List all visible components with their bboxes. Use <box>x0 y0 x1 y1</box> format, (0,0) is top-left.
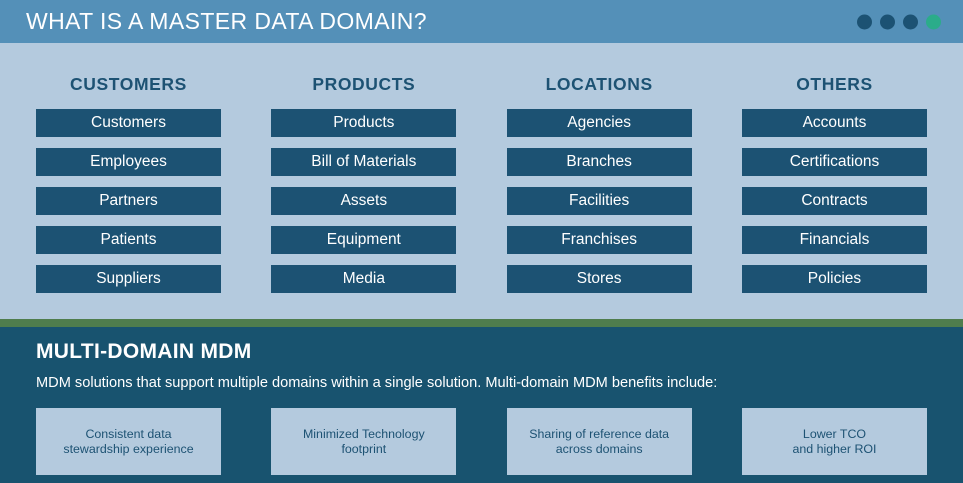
benefit-card-line-1: Lower TCO <box>802 426 867 441</box>
domain-column-title: PRODUCTS <box>312 74 416 94</box>
domain-chip[interactable]: Partners <box>36 187 221 215</box>
panel-heading: MULTI-DOMAIN MDM <box>36 340 252 363</box>
status-dot-3 <box>903 14 918 29</box>
domain-chip[interactable]: Media <box>271 265 457 293</box>
panel-description: MDM solutions that support multiple doma… <box>36 375 718 391</box>
benefit-card-line-2: stewardship experience <box>63 441 194 456</box>
domain-chip[interactable]: Policies <box>741 265 927 293</box>
domain-chip[interactable]: Stores <box>506 265 692 293</box>
header-bar: WHAT IS A MASTER DATA DOMAIN? <box>0 0 963 43</box>
domain-chip[interactable]: Agencies <box>506 109 692 137</box>
domain-chip[interactable]: Bill of Materials <box>271 148 457 176</box>
status-dot-1 <box>857 14 872 29</box>
domain-chip[interactable]: Products <box>271 109 457 137</box>
section-divider <box>0 319 963 327</box>
domain-column-title: CUSTOMERS <box>70 74 187 94</box>
domain-chip[interactable]: Suppliers <box>36 265 221 293</box>
domain-column-title: LOCATIONS <box>545 74 653 94</box>
domain-chip[interactable]: Accounts <box>741 109 927 137</box>
status-dot-2 <box>880 14 895 29</box>
domain-chip[interactable]: Financials <box>741 226 927 254</box>
domain-chip[interactable]: Franchises <box>506 226 692 254</box>
benefit-card-line-1: Sharing of reference data <box>529 426 670 441</box>
status-dot-4 <box>926 14 941 29</box>
domain-chip[interactable]: Assets <box>271 187 457 215</box>
domain-chip[interactable]: Customers <box>36 109 221 137</box>
benefit-card-line-1: Minimized Technology <box>302 426 425 441</box>
domain-chip[interactable]: Facilities <box>506 187 692 215</box>
header-dot-group <box>857 14 941 29</box>
domain-chip[interactable]: Certifications <box>741 148 927 176</box>
domain-chip[interactable]: Employees <box>36 148 221 176</box>
domain-chip[interactable]: Branches <box>506 148 692 176</box>
page-title: WHAT IS A MASTER DATA DOMAIN? <box>26 8 427 34</box>
domain-chip[interactable]: Contracts <box>741 187 927 215</box>
domain-chip[interactable]: Equipment <box>271 226 457 254</box>
benefit-card-line-2: across domains <box>555 441 643 456</box>
multi-domain-panel: MULTI-DOMAIN MDM MDM solutions that supp… <box>0 327 963 483</box>
domain-column-title: OTHERS <box>796 74 873 94</box>
domain-chip[interactable]: Patients <box>36 226 221 254</box>
benefit-card-line-2: footprint <box>341 441 387 456</box>
benefit-card-line-1: Consistent data <box>85 426 172 441</box>
benefit-card-line-2: and higher ROI <box>792 441 877 456</box>
